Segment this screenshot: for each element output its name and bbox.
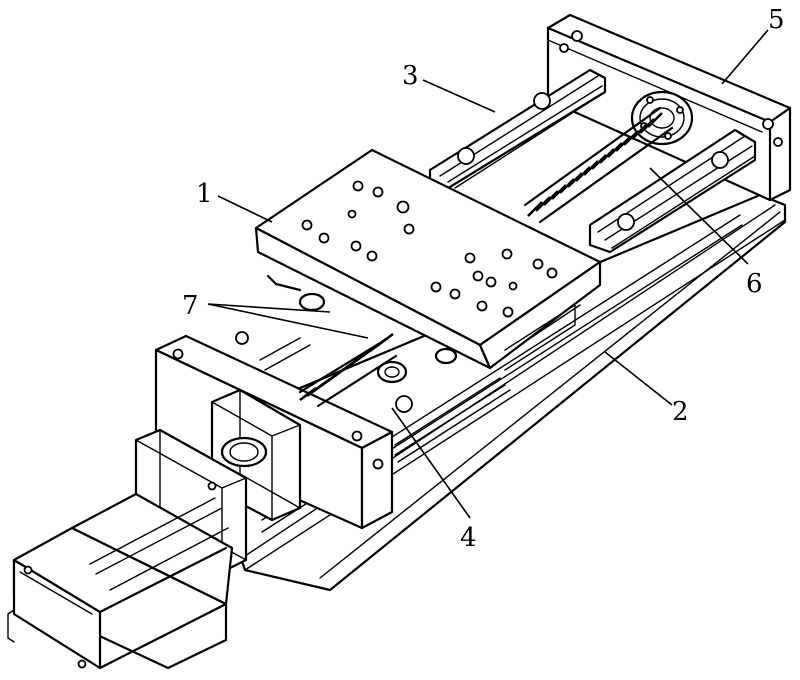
callout-5: 5: [768, 5, 785, 35]
callout-6: 6: [746, 269, 763, 299]
callout-7: 7: [182, 291, 199, 321]
callout-3: 3: [402, 61, 419, 91]
guide-rail-rear: [430, 70, 605, 190]
callout-4: 4: [460, 523, 477, 553]
leader-5: [722, 30, 768, 84]
leader-1: [218, 196, 272, 222]
stepper-motor: [8, 494, 232, 668]
callout-1: 1: [196, 179, 213, 209]
leader-3: [423, 80, 495, 112]
callout-2: 2: [672, 397, 689, 427]
leader-2: [605, 352, 672, 405]
